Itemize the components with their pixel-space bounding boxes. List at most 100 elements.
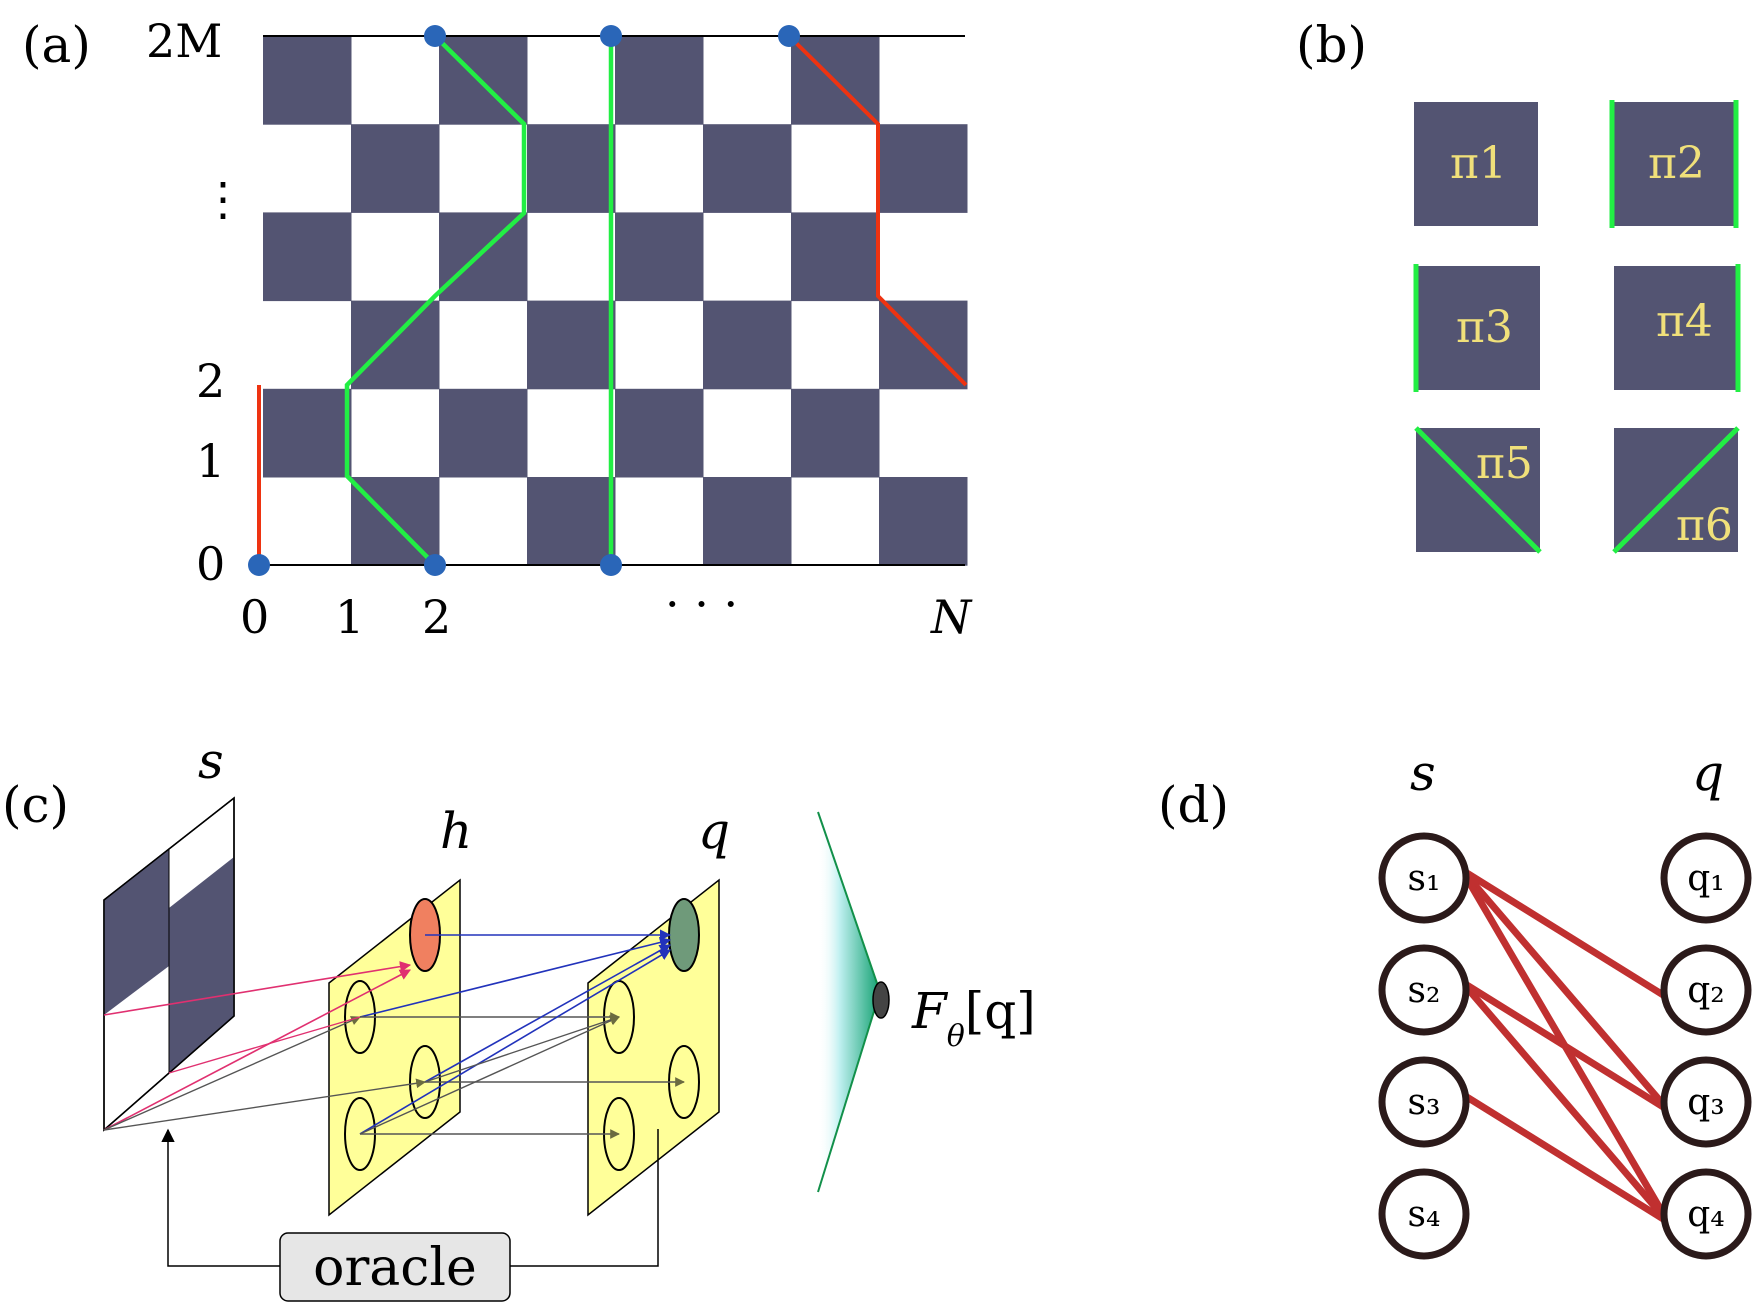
cone-edge [817, 991, 881, 1193]
output-point [872, 981, 890, 1019]
y-label-1: 1 [196, 434, 225, 488]
dark-square [791, 388, 880, 478]
graph-node-s: s₂ [1378, 944, 1470, 1036]
dark-cell [104, 849, 169, 1015]
graph-node-circle [1660, 944, 1752, 1036]
graph-node-circle [1378, 832, 1470, 924]
graph-right-title: q [1692, 744, 1724, 802]
y-label-2: 2 [196, 354, 225, 408]
dark-square [879, 477, 968, 566]
connection-arrow [424, 944, 671, 1083]
piece-pi3: π3 [1413, 264, 1540, 392]
connections-s-h [103, 961, 426, 1131]
dark-cell [169, 857, 234, 1073]
panel-a-label: (a) [22, 16, 91, 74]
hidden-plane-h [328, 878, 461, 1217]
graph-node-label: q₁ [1687, 858, 1724, 899]
graph-edge [1460, 979, 1670, 1113]
panel-b: (b) π1 π2 π3 π4 π5 π6 [1296, 16, 1741, 554]
graph-node-q: q₁ [1660, 832, 1752, 924]
x-label-1: 1 [335, 590, 364, 644]
cone-fill [818, 812, 880, 1192]
piece-pi6: π6 [1612, 426, 1740, 554]
piece-square [1612, 102, 1736, 226]
connection-arrow [359, 936, 672, 1018]
dark-square [263, 212, 352, 302]
graph-node-label: s₁ [1408, 858, 1441, 899]
dark-square [615, 212, 704, 302]
x-label-2: 2 [422, 590, 451, 644]
dark-square [439, 212, 528, 302]
output-node-active [668, 898, 700, 972]
dark-square [879, 124, 968, 213]
graph-edge [1460, 867, 1670, 1001]
dark-square [527, 477, 616, 566]
x-label-n: N [930, 590, 973, 644]
dark-square [527, 300, 616, 390]
graph-node-s: s₁ [1378, 832, 1470, 924]
input-plane-s [103, 796, 235, 1132]
panel-c-label: (c) [2, 776, 69, 834]
panel-b-label: (b) [1296, 16, 1367, 74]
graph-node-s: s₃ [1378, 1056, 1470, 1148]
graph-node-circle [1660, 832, 1752, 924]
dark-square [263, 388, 352, 478]
connection-line [168, 1016, 361, 1074]
graph-node-circle [1660, 1056, 1752, 1148]
connection-arrow [103, 1078, 426, 1131]
dark-square [703, 124, 792, 213]
output-cone [817, 811, 890, 1193]
graph-node-q: q₄ [1660, 1168, 1752, 1260]
graph-node-circle [1378, 1168, 1470, 1260]
connection-arrow [424, 1015, 620, 1083]
piece-pi1: π1 [1414, 102, 1538, 226]
output-plane-q [587, 878, 720, 1217]
functional-arg: [q] [965, 982, 1036, 1040]
piece-label: π1 [1450, 138, 1507, 189]
graph-node-q: q₂ [1660, 944, 1752, 1036]
piece-label: π3 [1456, 302, 1513, 353]
piece-label: π5 [1476, 438, 1533, 489]
connection-arrow [103, 961, 412, 1016]
dark-square [527, 124, 616, 213]
piece-square [1416, 266, 1540, 390]
layer-q-label: q [698, 802, 730, 860]
graph-node-label: s₃ [1408, 1082, 1441, 1123]
node-dot [424, 554, 446, 576]
graph-edge [1459, 867, 1671, 1113]
checkerboard [263, 36, 968, 566]
oracle-box [279, 1232, 511, 1302]
graph-node-s: s₄ [1378, 1168, 1470, 1260]
dark-square [615, 388, 704, 478]
layer-s-label: s [198, 732, 224, 790]
panel-c: (c) s h q [2, 732, 1036, 1302]
cone-edge [817, 811, 881, 993]
panel-a: (a) 2M ⋮ 2 1 0 0 1 2 · · · N [22, 14, 973, 644]
y-label-2m: 2M [146, 14, 222, 68]
connection-arrow [359, 1016, 620, 1135]
dark-square [351, 124, 440, 213]
graph-node-label: q₄ [1687, 1194, 1724, 1235]
red-path-right [787, 34, 968, 387]
y-label-dots: ⋮ [200, 172, 246, 226]
graph-node-q: q₃ [1660, 1056, 1752, 1148]
dark-square [351, 300, 440, 390]
panel-d-label: (d) [1158, 776, 1229, 834]
y-label-2m-text: 2M [146, 14, 222, 68]
graph-node-label: s₂ [1408, 970, 1441, 1011]
graph-edge [1460, 1091, 1670, 1225]
output-functional-label: Fθ[q] [911, 982, 1036, 1054]
green-path-zigzag [344, 34, 527, 567]
oracle-feedback-arrow [161, 1128, 280, 1267]
functional-subscript: θ [947, 1019, 965, 1054]
dark-square [703, 477, 792, 566]
piece-square [1614, 266, 1738, 390]
piece-pi5: π5 [1414, 426, 1542, 554]
graph-node-circle [1378, 1056, 1470, 1148]
node-dot [600, 25, 622, 47]
graph-node-label: q₂ [1687, 970, 1724, 1011]
connection-arrow [359, 949, 671, 1135]
dark-square [615, 36, 704, 125]
